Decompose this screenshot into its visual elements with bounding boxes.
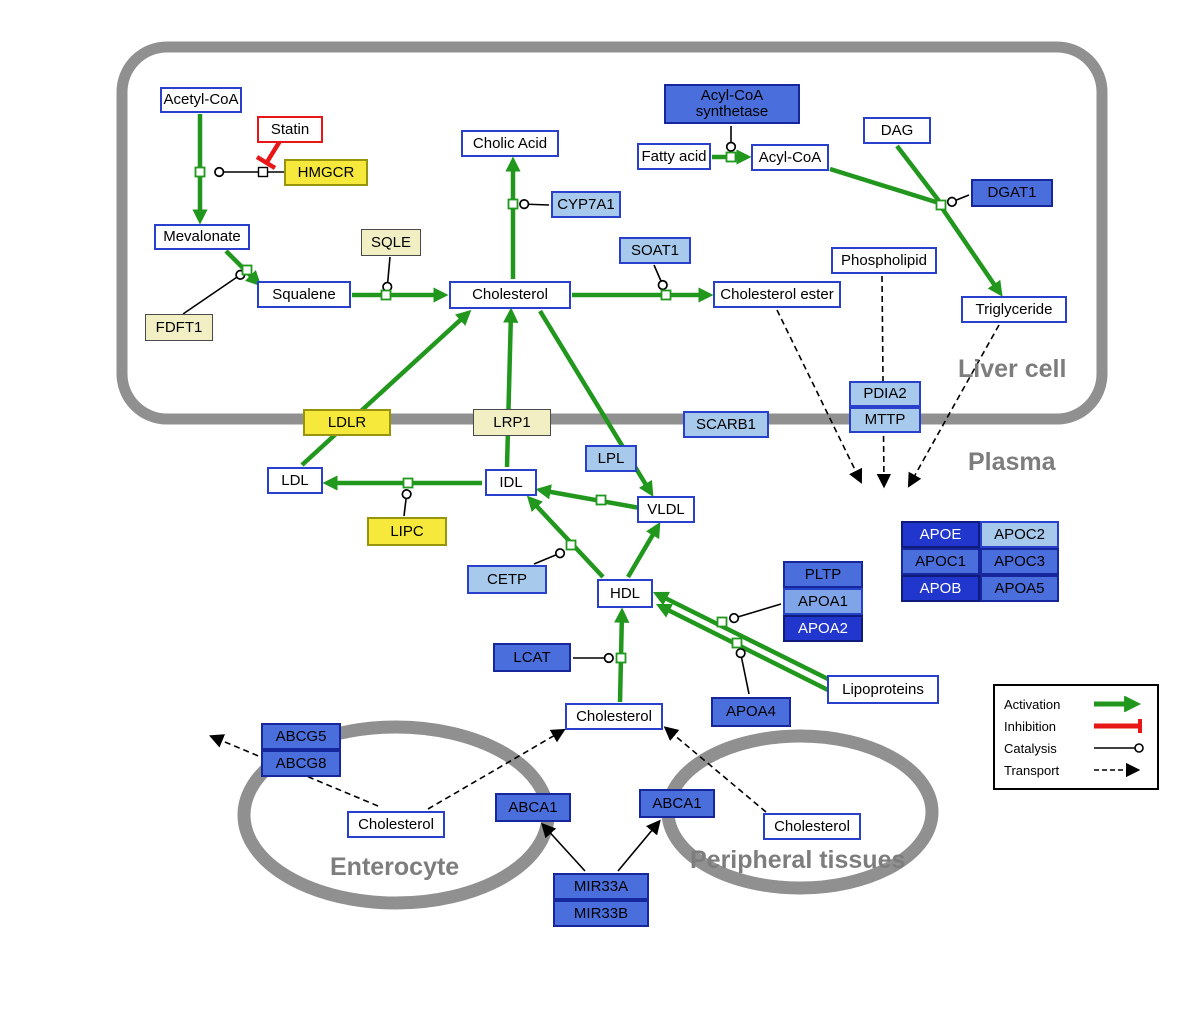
liver-cell-membrane — [116, 41, 1108, 425]
node-apoc2[interactable]: APOC2 — [980, 521, 1059, 548]
node-pltp[interactable]: PLTP — [783, 561, 863, 588]
node-abcg8[interactable]: ABCG8 — [261, 750, 341, 777]
node-apoa1[interactable]: APOA1 — [783, 588, 863, 615]
node-ldl[interactable]: LDL — [267, 467, 323, 494]
legend-transport-row: Transport — [1004, 759, 1148, 781]
node-cholesterol-ester[interactable]: Cholesterol ester — [713, 281, 841, 308]
node-mir33a[interactable]: MIR33A — [553, 873, 649, 900]
node-lrp1[interactable]: LRP1 — [473, 409, 551, 436]
node-lcat[interactable]: LCAT — [493, 643, 571, 672]
node-pdia2[interactable]: PDIA2 — [849, 381, 921, 407]
node-cholic-acid[interactable]: Cholic Acid — [461, 130, 559, 157]
node-triglyceride[interactable]: Triglyceride — [961, 296, 1067, 323]
node-squalene[interactable]: Squalene — [257, 281, 351, 308]
node-statin[interactable]: Statin — [257, 116, 323, 143]
node-apoa2[interactable]: APOA2 — [783, 615, 863, 642]
liver-cell-label: Liver cell — [958, 355, 1067, 383]
node-apoe[interactable]: APOE — [901, 521, 980, 548]
node-scarb1[interactable]: SCARB1 — [683, 411, 769, 438]
node-dag[interactable]: DAG — [863, 117, 931, 144]
node-soat1[interactable]: SOAT1 — [619, 237, 691, 264]
node-mttp[interactable]: MTTP — [849, 407, 921, 433]
node-phospholipid[interactable]: Phospholipid — [831, 247, 937, 274]
node-cholesterol-enterocyte[interactable]: Cholesterol — [347, 811, 445, 838]
node-mir33b[interactable]: MIR33B — [553, 900, 649, 927]
peripheral-tissues-label: Peripheral tissues — [690, 846, 906, 874]
node-apoa5[interactable]: APOA5 — [980, 575, 1059, 602]
legend-activation-label: Activation — [1004, 696, 1061, 712]
legend-inhibition-row: Inhibition — [1004, 715, 1148, 737]
node-abca1-peripheral[interactable]: ABCA1 — [639, 789, 715, 818]
statin-anchor-node — [257, 166, 269, 178]
node-fatty-acid[interactable]: Fatty acid — [637, 143, 711, 170]
node-abca1-enterocyte[interactable]: ABCA1 — [495, 793, 571, 822]
node-cyp7a1[interactable]: CYP7A1 — [551, 191, 621, 218]
node-hmgcr[interactable]: HMGCR — [284, 159, 368, 186]
node-dgat1[interactable]: DGAT1 — [971, 179, 1053, 207]
node-cetp[interactable]: CETP — [467, 565, 547, 594]
legend: Activation Inhibition Catalysis Transpor… — [993, 684, 1159, 790]
legend-activation-row: Activation — [1004, 693, 1148, 715]
activation-arrow-icon — [1094, 696, 1142, 712]
node-vldl[interactable]: VLDL — [637, 496, 695, 523]
node-cholesterol-liver[interactable]: Cholesterol — [449, 281, 571, 309]
enterocyte-label: Enterocyte — [330, 853, 460, 881]
plasma-label: Plasma — [968, 448, 1056, 476]
node-cholesterol-center[interactable]: Cholesterol — [565, 703, 663, 730]
node-acyl-coa[interactable]: Acyl-CoA — [751, 144, 829, 171]
node-fdft1[interactable]: FDFT1 — [145, 314, 213, 341]
node-hdl[interactable]: HDL — [597, 579, 653, 608]
catalysis-circle-icon — [1094, 743, 1144, 753]
catalysis-edges — [182, 126, 970, 872]
node-acetyl-coa[interactable]: Acetyl-CoA — [160, 87, 242, 113]
node-apoc3[interactable]: APOC3 — [980, 548, 1059, 575]
node-lpl[interactable]: LPL — [585, 445, 637, 472]
transport-dashed-arrow-icon — [1094, 762, 1141, 778]
node-apoc1[interactable]: APOC1 — [901, 548, 980, 575]
node-mevalonate[interactable]: Mevalonate — [154, 224, 250, 250]
junction-nodes — [194, 151, 947, 664]
node-ldlr[interactable]: LDLR — [303, 409, 391, 436]
legend-transport-label: Transport — [1004, 762, 1060, 778]
inhibition-edge — [255, 139, 282, 170]
legend-catalysis-label: Catalysis — [1004, 740, 1057, 756]
transport-edges — [209, 275, 1000, 813]
legend-catalysis-row: Catalysis — [1004, 737, 1148, 759]
node-apoa4[interactable]: APOA4 — [711, 697, 791, 727]
node-cholesterol-peripheral[interactable]: Cholesterol — [763, 813, 861, 840]
node-acyl-coa-synthetase[interactable]: Acyl-CoA synthetase — [664, 84, 800, 124]
node-lipoproteins[interactable]: Lipoproteins — [827, 675, 939, 704]
node-idl[interactable]: IDL — [485, 469, 537, 496]
node-abcg5[interactable]: ABCG5 — [261, 723, 341, 750]
legend-inhibition-label: Inhibition — [1004, 718, 1057, 734]
node-apob[interactable]: APOB — [901, 575, 980, 602]
inhibition-tbar-icon — [1094, 719, 1142, 733]
node-lipc[interactable]: LIPC — [367, 517, 447, 546]
node-sqle[interactable]: SQLE — [361, 229, 421, 256]
